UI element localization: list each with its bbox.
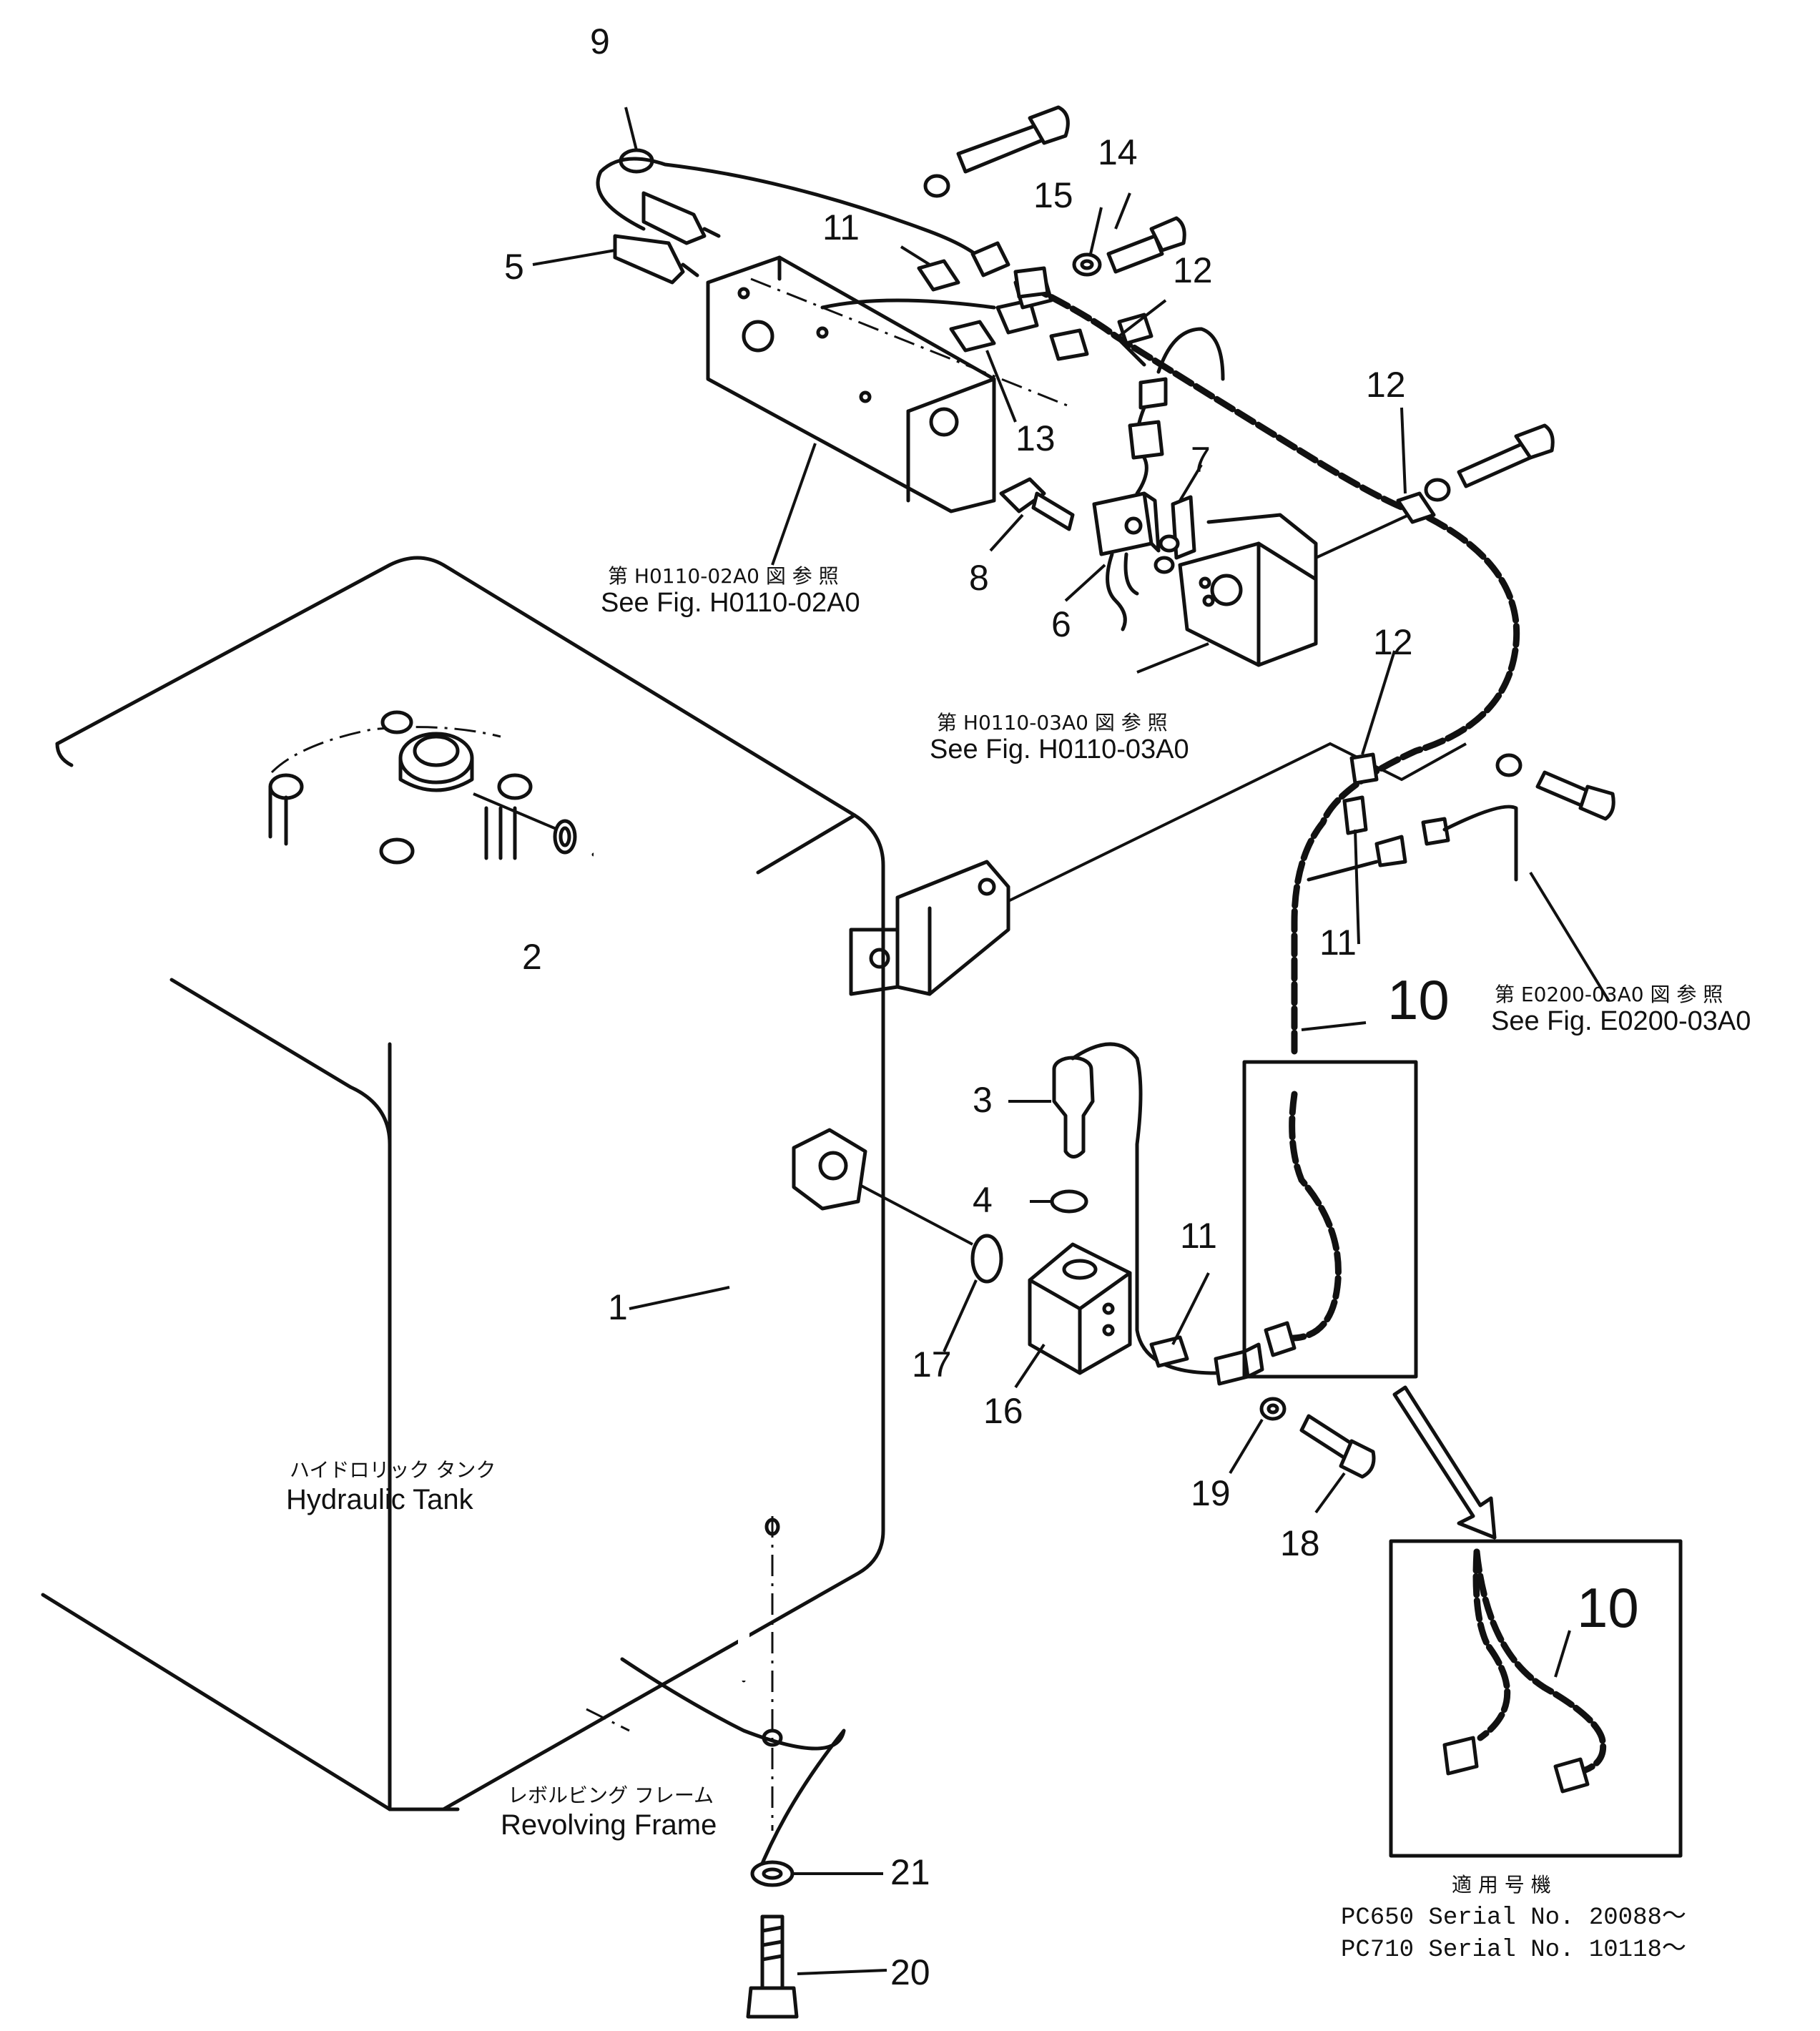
washer-19: [1259, 1397, 1287, 1421]
clip-11-right: [1307, 795, 1518, 882]
bolt-8: [999, 477, 1075, 531]
svg-text:ハイドロリック タンク: ハイドロリック タンク: [290, 1458, 496, 1482]
callout-20: 20: [890, 1952, 930, 1992]
callout-19: 19: [1191, 1473, 1231, 1513]
callout-3: 3: [973, 1080, 993, 1120]
main-harness: [1013, 266, 1520, 1055]
svg-text:レボルビング フレーム: レボルビング フレーム: [508, 1784, 714, 1807]
callout-16: 16: [983, 1391, 1023, 1431]
bolt-20: [746, 1914, 799, 2019]
callout-11-right: 11: [1319, 923, 1357, 963]
applicability-line-1: PC650 Serial No. 20088～: [1341, 1904, 1686, 1932]
relay-box-upper: [706, 255, 1073, 513]
revolving-frame-edge: [586, 1657, 846, 1876]
callout-10-detail: 10: [1577, 1576, 1639, 1639]
callout-2: 2: [522, 937, 542, 977]
callout-11-lower: 11: [1180, 1216, 1217, 1256]
callout-1: 1: [608, 1287, 628, 1327]
svg-text:第 E0200-03A0 図 参 照: 第 E0200-03A0 図 参 照: [1495, 983, 1723, 1006]
leader-lines: [532, 107, 1610, 1975]
callout-12-right: 12: [1366, 365, 1406, 405]
pipe: [591, 849, 749, 1683]
svg-text:See Fig. H0110-03A0: See Fig. H0110-03A0: [930, 734, 1189, 764]
serial-applicability: 適 用 号 機 PC650 Serial No. 20088～ PC710 Se…: [1341, 1873, 1686, 1964]
callout-4: 4: [973, 1180, 993, 1220]
harness-10-box-detail: [1389, 1539, 1683, 1858]
pressure-switch-5: [613, 191, 721, 285]
hose-clamp: [473, 792, 577, 855]
callout-7: 7: [1191, 440, 1211, 480]
detail-arrow: [1392, 1385, 1497, 1540]
reference-e0200-03a0: 第 E0200-03A0 図 参 照 See Fig. E0200-03A0: [1491, 983, 1751, 1036]
callout-5: 5: [504, 247, 524, 287]
applicability-line-2: PC710 Serial No. 10118～: [1341, 1937, 1686, 1964]
harness-10-box-main: [1242, 1060, 1418, 1379]
washer-15: [1072, 252, 1102, 277]
svg-text:See Fig. E0200-03A0: See Fig. E0200-03A0: [1491, 1006, 1751, 1036]
spacer-7: [1154, 495, 1196, 574]
callout-14: 14: [1098, 132, 1138, 172]
clamp-12-lower: [1349, 752, 1615, 821]
bolt-top-left: [923, 105, 1070, 198]
harness-9: [596, 148, 1010, 277]
hydraulic-tank: [41, 556, 885, 1811]
svg-text:第 H0110-03A0 図 参 照: 第 H0110-03A0 図 参 照: [937, 711, 1168, 734]
callout-9: 9: [590, 21, 610, 62]
reference-h0110-02a0: 第 H0110-02A0 図 参 照 See Fig. H0110-02A0: [601, 564, 860, 618]
washer-21: [750, 1516, 795, 1887]
callout-12-top: 12: [1173, 250, 1213, 290]
svg-text:See Fig. H0110-02A0: See Fig. H0110-02A0: [601, 588, 860, 618]
bolt-18: [1299, 1414, 1376, 1479]
callout-11-top: 11: [822, 207, 860, 247]
callout-10-main: 10: [1387, 968, 1450, 1031]
callout-15: 15: [1033, 175, 1073, 215]
callout-18: 18: [1280, 1523, 1320, 1563]
callout-6: 6: [1051, 604, 1071, 644]
callout-17: 17: [912, 1344, 952, 1385]
svg-text:Hydraulic Tank: Hydraulic Tank: [286, 1484, 474, 1515]
callout-12-lower: 12: [1373, 622, 1413, 662]
flange-plate: [792, 1128, 867, 1211]
clamp-12-right: [1396, 423, 1555, 524]
clip-11-upper: [820, 259, 996, 310]
label-revolving-frame: レボルビング フレーム Revolving Frame: [501, 1784, 717, 1841]
callout-8: 8: [969, 558, 989, 598]
relay-box-middle: [1178, 513, 1410, 667]
clip-11-lower: [1149, 1335, 1264, 1386]
relay-6: [1092, 405, 1164, 631]
svg-text:Revolving Frame: Revolving Frame: [501, 1809, 717, 1841]
callout-21: 21: [890, 1852, 930, 1892]
callouts: 9 5 11 13 14 15 12 12 12 7 8 6 11 10 2 3…: [504, 21, 1639, 1992]
bolt-14: [1106, 216, 1186, 274]
o-ring-4: [1050, 1189, 1088, 1214]
valve-block-16: [1028, 1242, 1132, 1375]
reference-h0110-03a0: 第 H0110-03A0 図 参 照 See Fig. H0110-03A0: [930, 711, 1189, 764]
applicability-title: 適 用 号 機: [1452, 1873, 1551, 1897]
svg-text:第 H0110-02A0 図 参 照: 第 H0110-02A0 図 参 照: [608, 564, 839, 588]
label-hydraulic-tank: ハイドロリック タンク Hydraulic Tank: [286, 1458, 496, 1515]
callout-13: 13: [1015, 418, 1056, 458]
